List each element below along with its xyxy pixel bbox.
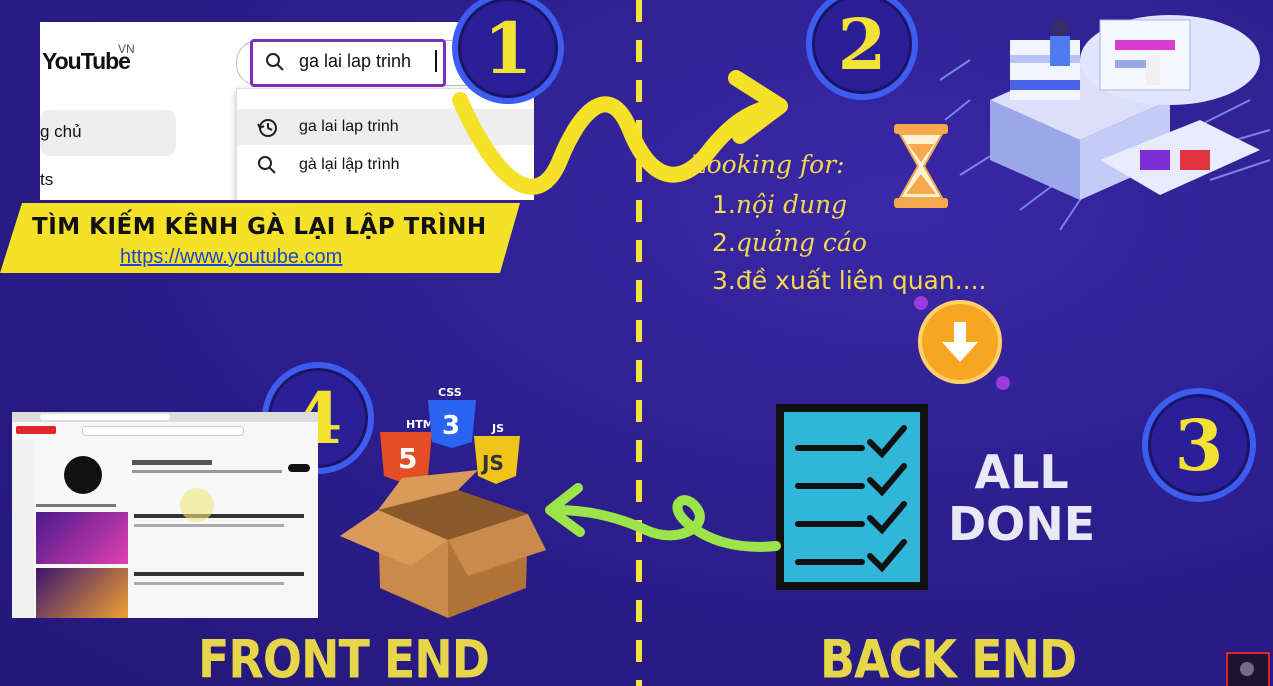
video-title-bar <box>134 514 304 518</box>
sidebar-item-next[interactable]: ts <box>40 170 54 189</box>
channel-logo-watermark <box>1226 652 1270 686</box>
youtube-search-screenshot: YouTube VN g chủ ts ga lai lap trinh ga … <box>40 22 534 200</box>
search-input[interactable]: ga lai lap trinh <box>250 39 446 87</box>
item-text: quảng cáo <box>735 228 867 257</box>
down-arrow-badge <box>918 300 1002 384</box>
decor-dot <box>914 296 928 310</box>
step-2-number: 2 <box>837 2 887 86</box>
cardboard-box-icon <box>340 470 546 618</box>
video-meta-bar <box>134 582 284 585</box>
looking-for-item: 1.nội dung <box>712 190 847 219</box>
youtube-logo: YouTube <box>42 48 131 74</box>
history-icon <box>257 119 277 137</box>
html5-number: 5 <box>398 442 417 475</box>
item-text: nội dung <box>735 190 848 219</box>
step-3-badge: 3 <box>1142 388 1256 502</box>
step-2-badge: 2 <box>806 0 918 100</box>
item-number: 1. <box>712 190 736 219</box>
all-done-line-1: ALL <box>974 445 1069 499</box>
channel-avatar <box>64 456 102 494</box>
item-number: 3. <box>712 266 736 295</box>
checklist-icon <box>776 404 928 590</box>
js-mark: JS <box>480 451 504 475</box>
looking-for-item: 3.đề xuất liên quan.... <box>712 266 987 295</box>
frontend-browser-screenshot <box>12 412 318 618</box>
suggestion-item[interactable]: gà lại lập trình <box>237 147 534 183</box>
yellow-title-banner <box>0 203 520 273</box>
sidebar-home-highlight <box>40 110 176 156</box>
js-icon <box>474 436 520 484</box>
section-title-bar <box>36 504 116 507</box>
mini-sidebar <box>12 440 34 618</box>
item-number: 2. <box>712 228 736 257</box>
server-cloud-illustration <box>940 15 1271 231</box>
search-input-value: ga lai lap trinh <box>299 51 412 71</box>
css3-icon <box>428 400 476 448</box>
item-text: đề xuất liên quan.... <box>735 266 987 295</box>
video-thumbnail[interactable] <box>36 568 128 618</box>
tech-badges: HTML 5 CSS 3 JS JS <box>380 386 520 484</box>
video-thumbnail[interactable] <box>36 512 128 564</box>
center-dashed-divider <box>636 0 642 686</box>
suggestion-text: gà lại lập trình <box>299 156 400 173</box>
arrow-to-frontend <box>545 483 781 552</box>
squiggle-arrow-to-backend <box>452 70 788 195</box>
channel-meta-bar <box>132 470 282 473</box>
search-icon <box>266 53 284 71</box>
video-title-bar <box>134 572 304 576</box>
video-meta-bar <box>134 524 284 527</box>
youtube-link[interactable]: https://www.youtube.com <box>120 246 343 268</box>
js-label: JS <box>491 422 504 435</box>
suggestion-text: ga lai lap trinh <box>299 118 399 135</box>
logo-face <box>1240 662 1254 676</box>
search-icon <box>258 156 276 174</box>
step-1-badge: 1 <box>452 0 564 104</box>
looking-for-heading: Looking for: <box>690 150 845 179</box>
html5-icon <box>380 432 432 484</box>
step-1-number: 1 <box>483 6 533 90</box>
region-code: VN <box>118 42 135 56</box>
arrow-down-icon <box>942 322 978 362</box>
all-done-text: ALL DONE <box>948 446 1095 550</box>
all-done-line-2: DONE <box>948 497 1096 551</box>
subscribe-button[interactable] <box>288 464 310 472</box>
front-end-label: FRONT END <box>198 628 490 686</box>
step-3-number: 3 <box>1174 403 1224 487</box>
channel-name-bar <box>132 460 212 465</box>
sidebar-item-home[interactable]: g chủ <box>40 122 82 141</box>
decor-dot <box>996 376 1010 390</box>
css-label: CSS <box>438 386 462 399</box>
mini-youtube-logo <box>16 426 56 434</box>
hourglass-icon <box>894 124 948 208</box>
banner-title: TÌM KIẾM KÊNH GÀ LẠI LẬP TRÌNH <box>32 214 487 240</box>
back-end-label: BACK END <box>820 628 1077 686</box>
mini-search-bar <box>82 426 244 436</box>
cursor-highlight <box>180 488 214 522</box>
browser-address-bar <box>40 414 170 420</box>
looking-for-item: 2.quảng cáo <box>712 228 867 257</box>
text-cursor <box>435 50 437 72</box>
css3-number: 3 <box>442 411 460 441</box>
